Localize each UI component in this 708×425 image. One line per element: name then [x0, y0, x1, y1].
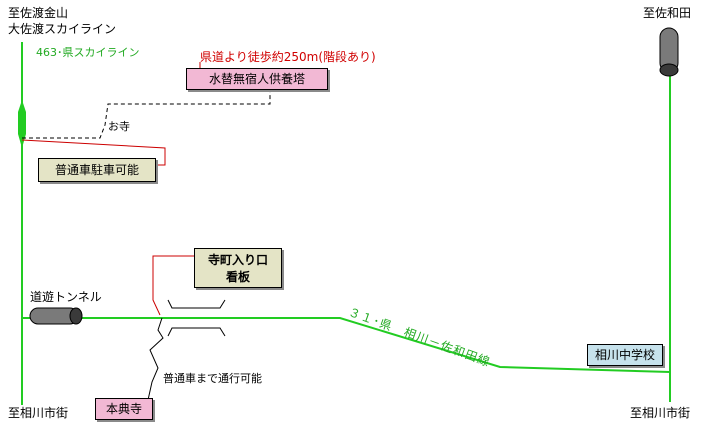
walking-path: [22, 90, 271, 139]
memorial-label: 水替無宿人供養塔: [208, 72, 305, 86]
path-honten: [147, 317, 164, 421]
sign-label-1: 寺町入り口: [207, 253, 268, 267]
tunnel-icon: [29, 307, 83, 325]
temple-note: お寺: [108, 120, 130, 133]
honten-box: 本典寺: [95, 398, 153, 420]
dest-top-left-2: 大佐渡スカイライン: [8, 22, 117, 36]
dest-bottom-left: 至相川市街: [8, 406, 69, 420]
leader-sign: [152, 255, 194, 316]
regular-car-note: 普通車まで通行可能: [163, 372, 262, 385]
route-463-label: 463･県スカイライン: [36, 46, 140, 59]
sawada-cylinder-icon: [659, 27, 679, 77]
school-box: 相川中学校: [587, 344, 663, 366]
bridge-top: [167, 299, 226, 309]
dest-bottom-right: 至相川市街: [630, 406, 691, 420]
sign-box: 寺町入り口 看板: [194, 248, 282, 288]
parking-box: 普通車駐車可能: [38, 158, 156, 182]
bridge-bottom: [167, 327, 226, 337]
green-marker: [18, 100, 26, 148]
dest-top-right: 至佐和田: [643, 6, 692, 20]
memorial-box: 水替無宿人供養塔: [186, 68, 328, 90]
leader-parking: [21, 139, 166, 166]
honten-label: 本典寺: [105, 402, 142, 416]
school-label: 相川中学校: [594, 348, 655, 362]
tunnel-label: 道遊トンネル: [30, 290, 102, 304]
dest-top-left-1: 至佐渡金山: [8, 6, 69, 20]
road-route-31: [22, 317, 671, 373]
sign-label-2: 看板: [225, 270, 250, 284]
walk-note: 県道より徒歩約250m(階段あり): [200, 50, 376, 64]
parking-label: 普通車駐車可能: [54, 163, 139, 177]
